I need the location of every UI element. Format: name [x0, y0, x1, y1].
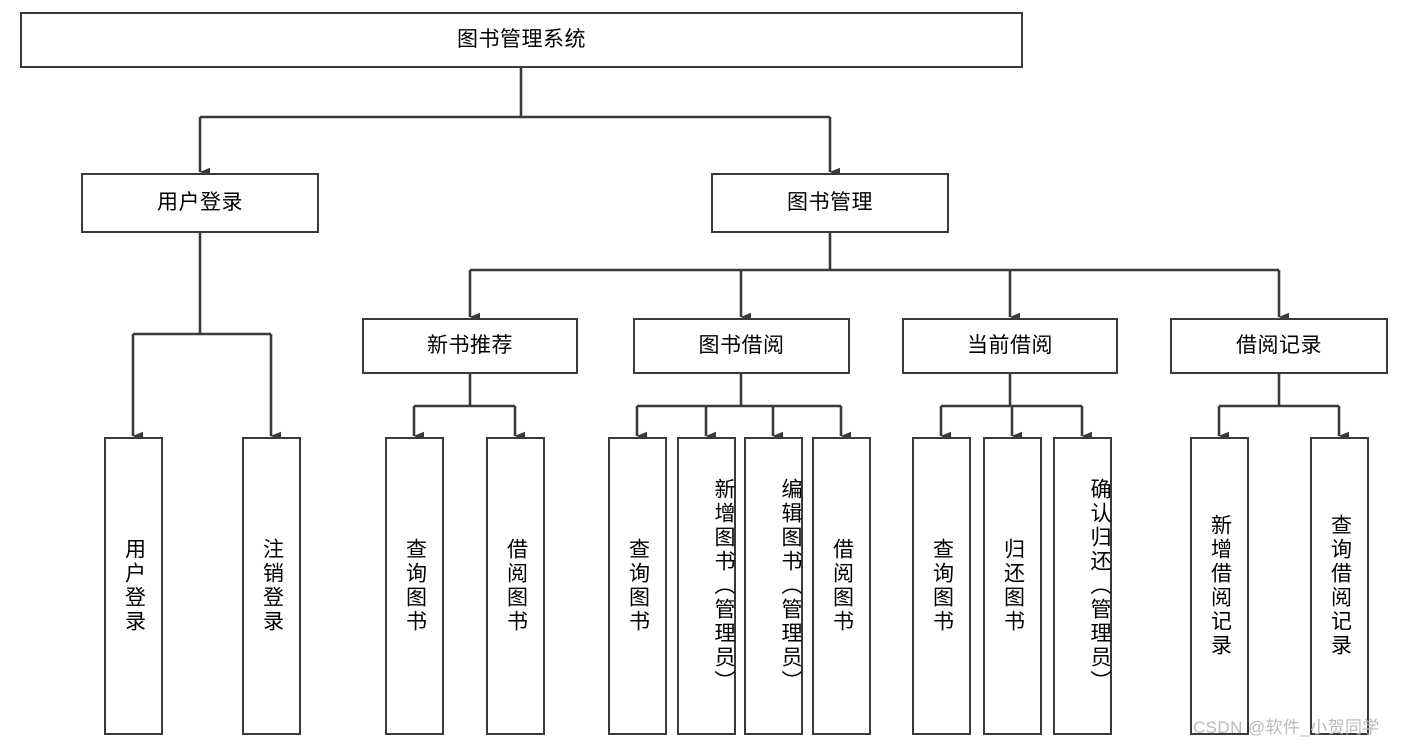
node-root[interactable]: 图书管理系统	[20, 12, 1023, 68]
node-leaf-label: 查询图书	[403, 538, 427, 634]
node-leaf-query-book-borrow[interactable]: 查询图书	[608, 437, 667, 735]
node-leaf-confirm-return-admin[interactable]: 确认归还（管理员）	[1053, 437, 1112, 735]
node-leaf-borrow-book-recommend[interactable]: 借阅图书	[486, 437, 545, 735]
node-book-management-label: 图书管理	[787, 190, 873, 214]
node-leaf-query-borrow-record[interactable]: 查询借阅记录	[1310, 437, 1369, 735]
node-leaf-logout[interactable]: 注销登录	[242, 437, 301, 735]
node-current-borrow[interactable]: 当前借阅	[902, 318, 1118, 374]
node-current-borrow-label: 当前借阅	[967, 333, 1053, 357]
node-book-borrow[interactable]: 图书借阅	[633, 318, 850, 374]
node-leaf-label: 新增图书（管理员）	[712, 478, 735, 694]
node-leaf-label: 查询图书	[930, 538, 954, 634]
node-book-borrow-label: 图书借阅	[698, 333, 785, 357]
node-borrow-record-label: 借阅记录	[1236, 333, 1322, 357]
node-borrow-record[interactable]: 借阅记录	[1170, 318, 1388, 374]
node-leaf-label: 编辑图书（管理员）	[779, 478, 802, 694]
node-leaf-label: 注销登录	[260, 538, 284, 634]
node-leaf-query-book-recommend[interactable]: 查询图书	[385, 437, 444, 735]
node-new-book-recommend[interactable]: 新书推荐	[362, 318, 578, 374]
node-leaf-label: 用户登录	[122, 538, 146, 634]
node-leaf-user-login[interactable]: 用户登录	[104, 437, 163, 735]
node-leaf-label: 新增借阅记录	[1208, 514, 1232, 658]
node-book-management[interactable]: 图书管理	[711, 173, 949, 233]
node-leaf-edit-book-admin[interactable]: 编辑图书（管理员）	[744, 437, 803, 735]
node-leaf-borrow-book-borrow[interactable]: 借阅图书	[812, 437, 871, 735]
node-leaf-label: 归还图书	[1001, 538, 1025, 634]
node-leaf-label: 确认归还（管理员）	[1088, 478, 1111, 694]
node-leaf-label: 借阅图书	[830, 538, 854, 634]
node-leaf-label: 查询借阅记录	[1328, 514, 1352, 658]
node-user-login-label: 用户登录	[157, 190, 243, 214]
watermark: CSDN @软件_小贺同学	[1193, 718, 1380, 737]
node-leaf-add-borrow-record[interactable]: 新增借阅记录	[1190, 437, 1249, 735]
node-leaf-add-book-admin[interactable]: 新增图书（管理员）	[677, 437, 736, 735]
node-new-book-recommend-label: 新书推荐	[427, 333, 513, 357]
node-leaf-label: 借阅图书	[504, 538, 528, 634]
node-root-label: 图书管理系统	[457, 27, 586, 51]
node-leaf-query-book-current[interactable]: 查询图书	[912, 437, 971, 735]
node-user-login[interactable]: 用户登录	[81, 173, 319, 233]
node-leaf-return-book[interactable]: 归还图书	[983, 437, 1042, 735]
node-leaf-label: 查询图书	[626, 538, 650, 634]
